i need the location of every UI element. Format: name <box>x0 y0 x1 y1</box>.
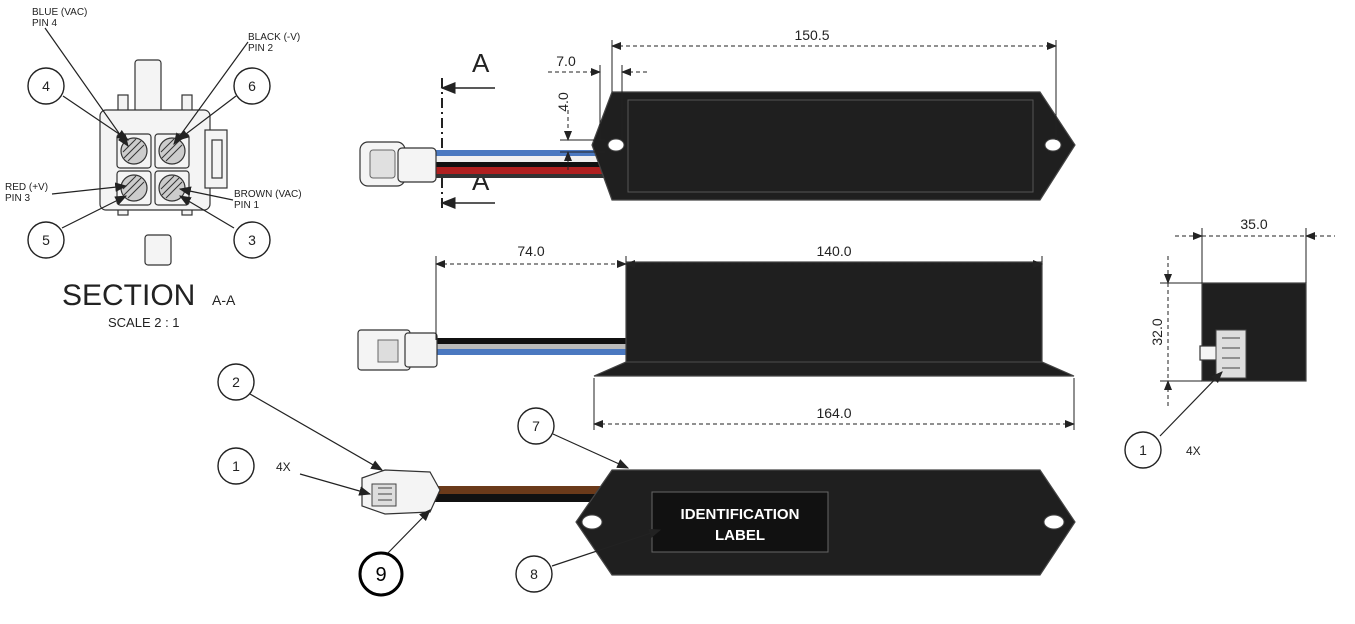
callout-number-1: 1 <box>232 458 240 474</box>
callout-bubble-6 <box>233 67 271 105</box>
top-body-inner <box>627 99 1034 193</box>
pin-2 <box>154 133 190 169</box>
side-view: 74.0 140.0 164.0 <box>357 243 1075 430</box>
pin-label-4: PIN 4 <box>32 18 57 29</box>
side-flange <box>593 361 1075 377</box>
section-subtitle: A-A <box>212 292 236 308</box>
wire-label-black: BLACK (-V) <box>248 32 300 43</box>
leader-brown <box>178 186 234 201</box>
side-body <box>625 261 1043 371</box>
callout-bubble-end-1 <box>1124 431 1162 469</box>
leader-callout-1 <box>299 473 372 496</box>
top-mount-hole-left <box>607 138 625 152</box>
callout-bubble-4 <box>27 67 65 105</box>
bottom-wire-black <box>430 494 630 502</box>
pin-label-2: PIN 2 <box>248 43 273 54</box>
dim-top-offset: 7.0 <box>556 53 576 69</box>
leader-bubble-6 <box>177 95 237 141</box>
bottom-connector-latch <box>371 483 397 507</box>
pin-1 <box>154 170 190 206</box>
side-wire-grey <box>436 344 626 349</box>
callout-number-3: 3 <box>248 232 256 248</box>
side-wire-blue <box>436 349 626 355</box>
section-scale: SCALE 2 : 1 <box>108 315 180 330</box>
callout-number-5: 5 <box>42 232 50 248</box>
top-mount-hole-right <box>1044 138 1062 152</box>
top-connector-latch <box>369 149 396 179</box>
callout-bubble-7 <box>517 407 555 445</box>
pin-3 <box>116 170 152 206</box>
leader-callout-8 <box>551 528 662 567</box>
dim-top-length: 150.5 <box>794 27 829 43</box>
wire-label-blue: BLUE (VAC) <box>32 7 87 18</box>
dim-side-overall: 164.0 <box>816 405 851 421</box>
leader-callout-7 <box>552 433 630 469</box>
callout-number-2: 2 <box>232 374 240 390</box>
dim-side-body: 140.0 <box>816 243 851 259</box>
pin-label-1: PIN 1 <box>234 200 259 211</box>
leader-callout-9 <box>385 509 431 556</box>
leader-end-1 <box>1159 371 1223 437</box>
callout-number-9: 9 <box>375 564 386 586</box>
dim-end-height: 32.0 <box>1149 318 1165 345</box>
callout-qty-end: 4X <box>1186 444 1201 458</box>
top-connector-neck <box>397 147 437 183</box>
wire-red <box>430 167 615 174</box>
leader-bubble-5 <box>61 195 128 229</box>
side-connector-latch <box>377 339 399 363</box>
bottom-mount-hole-left <box>581 514 603 530</box>
callout-number-8: 8 <box>530 566 538 582</box>
top-view: A A 150.5 7.0 4.0 <box>359 27 1076 212</box>
identification-label <box>651 491 829 553</box>
callout-number-7: 7 <box>532 418 540 434</box>
bottom-wire-brown <box>430 486 630 494</box>
bottom-mount-hole-right <box>1043 514 1065 530</box>
leader-red <box>51 182 128 195</box>
wire-black <box>430 162 615 167</box>
end-connector <box>1215 329 1247 379</box>
leader-blue <box>44 27 129 147</box>
bottom-view: IDENTIFICATION LABEL 2 1 4X 7 8 9 <box>217 363 1076 597</box>
callout-bubble-3 <box>233 221 271 259</box>
section-marker-top: A <box>472 48 490 78</box>
leader-bubble-4 <box>62 95 129 141</box>
wire-dark <box>430 174 615 178</box>
callout-number-4: 4 <box>42 78 50 94</box>
callout-number-end-1: 1 <box>1139 442 1147 458</box>
callout-bubble-5 <box>27 221 65 259</box>
dim-side-lead: 74.0 <box>517 243 544 259</box>
callout-bubble-8 <box>515 555 553 593</box>
leader-bubble-3 <box>178 195 235 229</box>
section-view: BLUE (VAC) PIN 4 BLACK (-V) PIN 2 RED (+… <box>5 7 302 330</box>
leader-black <box>173 41 249 145</box>
dim-top-height: 4.0 <box>555 92 571 112</box>
callout-bubble-1 <box>217 447 255 485</box>
wire-white <box>430 156 615 162</box>
callout-bubble-9 <box>358 551 404 597</box>
latch-bottom <box>144 234 172 266</box>
end-view: 35.0 32.0 1 4X <box>1124 216 1335 469</box>
callout-qty: 4X <box>276 460 291 474</box>
wire-blue <box>430 150 615 156</box>
end-connector-tab <box>1199 345 1219 361</box>
wire-label-brown: BROWN (VAC) <box>234 189 302 200</box>
dim-end-width: 35.0 <box>1240 216 1267 232</box>
identification-label-line2: LABEL <box>715 527 765 544</box>
housing-tab-inner <box>211 139 223 179</box>
side-connector-neck <box>404 332 438 368</box>
top-body <box>591 91 1076 201</box>
section-title: SECTION <box>62 279 195 312</box>
wire-label-red: RED (+V) <box>5 182 48 193</box>
callout-number-6: 6 <box>248 78 256 94</box>
pin-label-3: PIN 3 <box>5 193 30 204</box>
leader-callout-2 <box>249 393 384 471</box>
identification-label-line1: IDENTIFICATION <box>681 506 800 523</box>
callout-bubble-2 <box>217 363 255 401</box>
side-wire-black <box>436 338 626 344</box>
pin-4 <box>116 133 152 169</box>
